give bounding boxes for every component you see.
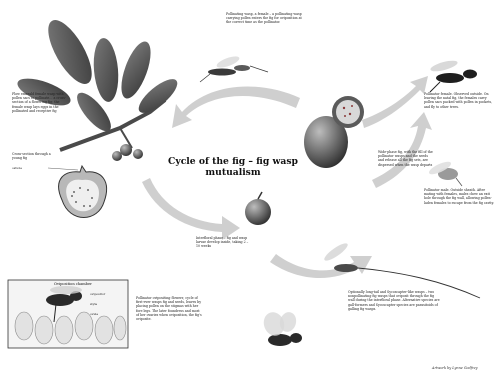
artwork-credit: Artwork by Lynne Godfrey (432, 366, 478, 370)
oviposition-inset (8, 280, 128, 348)
young-fig (120, 144, 132, 156)
label-top-right: Pollinator female. Observed outside. On … (424, 92, 494, 109)
label-right-male: Pollinator male. Outside sheath. After m… (424, 188, 496, 205)
label-style: style (90, 302, 97, 306)
mature-fig (304, 96, 364, 168)
label-ovipositor: ovipositor (90, 292, 105, 296)
wasp-bottom-center (260, 309, 302, 346)
label-pollinator-flight: Pollinator ovipositing flowers; cycle of… (136, 296, 202, 321)
label-ostiole: ostiole (12, 166, 22, 170)
label-oviposition-chamber: Oviposition chamber (54, 282, 92, 286)
young-fig (112, 151, 122, 161)
fig-branch-illustration (14, 14, 182, 161)
label-mid-right: Wide-phase fig, with the fill of the pol… (378, 150, 434, 167)
arrow-bottom-left (142, 178, 240, 240)
fig-leaf (91, 37, 120, 103)
interfloral-fig (245, 192, 271, 225)
label-ovule: ovule (90, 312, 98, 316)
arrow-bottom-right (270, 254, 372, 278)
young-fig (133, 149, 143, 159)
wasp-top-center (200, 54, 268, 82)
label-cross-section: Cross-section through a young fig (12, 152, 60, 160)
arrow-top-left (172, 86, 300, 128)
wasp-top-right (429, 59, 477, 92)
fig-cross-section (48, 166, 107, 218)
diagram-title: Cycle of the fig – fig wasp mutualism (168, 156, 298, 178)
fig-leaf (40, 14, 100, 90)
label-bottom-right: Optionally long-tail and Sycoscapter-lik… (348, 290, 440, 311)
label-top-center: Pollinating wasp, a female – a pollinati… (226, 12, 302, 25)
label-center-small: Interfloral phase – fig and wasp larvae … (196, 236, 252, 249)
label-flower-female: Flow emerald female wasp with pollen sac… (12, 92, 66, 113)
